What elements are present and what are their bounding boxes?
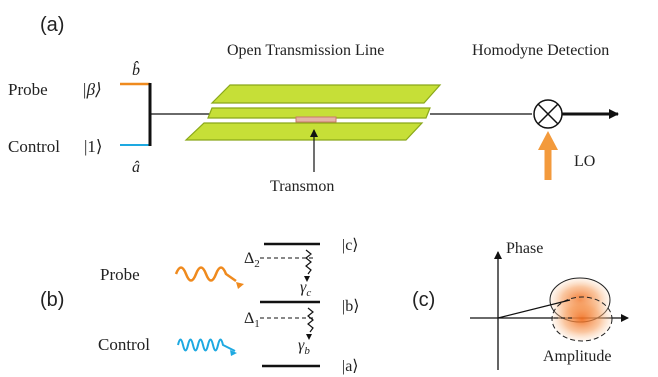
level-b-label: |b⟩ [342, 298, 359, 315]
control-mode-label: â [132, 159, 140, 176]
line-title: Open Transmission Line [227, 42, 384, 59]
delta-2-label: Δ2 [244, 250, 260, 270]
transmon-chip [295, 116, 337, 123]
panel-c: (c) Phase Amplitude [412, 240, 629, 370]
mixer-icon [533, 99, 563, 129]
y-axis-label: Phase [506, 240, 543, 257]
transmission-line [184, 84, 442, 141]
x-axis-label: Amplitude [543, 348, 611, 365]
probe-label: Probe [8, 80, 48, 99]
decay-b-icon [306, 307, 314, 340]
transmon-label: Transmon [270, 178, 334, 195]
center-conductor [207, 107, 431, 119]
gamma-b-label: γb [298, 337, 310, 357]
panel-a-label: (a) [40, 14, 64, 36]
ground-plane-top [210, 84, 442, 104]
ground-plane-bottom [184, 122, 424, 141]
level-a-label: |a⟩ [342, 358, 359, 375]
level-c-label: |c⟩ [342, 237, 359, 254]
control-photon-icon [177, 338, 237, 356]
panel-c-label: (c) [412, 289, 435, 311]
gamma-c-label: γc [300, 279, 311, 299]
probe-state: |β⟩ [82, 80, 102, 99]
panel-b-label: (b) [40, 289, 64, 311]
control-label-b: Control [98, 335, 150, 354]
delta-1-label: Δ1 [244, 310, 260, 330]
lo-label: LO [574, 153, 595, 170]
detection-title: Homodyne Detection [472, 42, 609, 59]
phasor-upper [497, 299, 571, 319]
lo-arrow [538, 131, 558, 180]
state-blob-lower [551, 296, 613, 342]
probe-photon-icon [174, 266, 244, 289]
probe-label-b: Probe [100, 265, 140, 284]
decay-c-icon [304, 249, 312, 282]
probe-mode-label: b̂ [132, 60, 140, 79]
panel-a: (a) Probe |β⟩ Control |1⟩ b̂ â Open Tran… [8, 14, 619, 195]
control-state: |1⟩ [84, 137, 103, 156]
panel-b: (b) Probe Control |c⟩ |b⟩ |a⟩ Δ2 Δ1 γc [40, 237, 359, 375]
control-label: Control [8, 137, 60, 156]
